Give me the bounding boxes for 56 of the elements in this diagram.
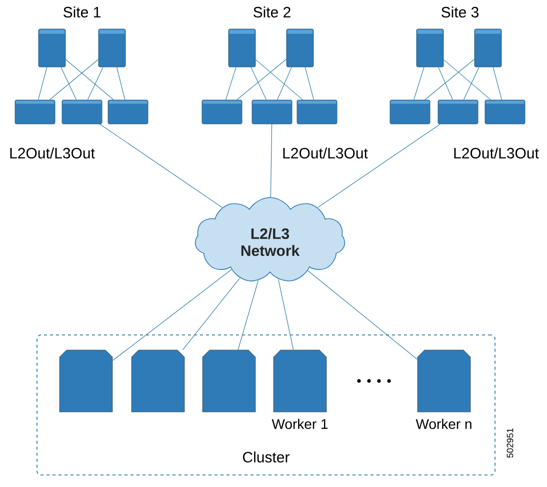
connector-line bbox=[304, 66, 314, 100]
site-label: Site 1 bbox=[64, 6, 100, 18]
server-box: Worker 1 bbox=[272, 350, 328, 429]
node-label: Worker 1 bbox=[272, 418, 328, 430]
connector-line bbox=[116, 66, 126, 100]
switch-icon bbox=[390, 100, 430, 124]
connector-line bbox=[438, 66, 453, 100]
network-cloud: L2/L3 Network bbox=[194, 197, 346, 282]
figure-number: 502951 bbox=[506, 428, 514, 458]
switch-icon bbox=[484, 100, 526, 124]
server-box: Worker n bbox=[416, 350, 472, 429]
switch-icon bbox=[286, 28, 314, 68]
node-label: Worker n bbox=[416, 418, 472, 430]
switch-icon bbox=[228, 28, 256, 68]
connector-line bbox=[236, 58, 287, 100]
connector-line bbox=[250, 66, 267, 100]
connector-line bbox=[226, 66, 236, 100]
connector-line bbox=[238, 280, 259, 350]
server-box bbox=[131, 350, 185, 412]
switch-icon bbox=[108, 100, 148, 124]
interface-label: L2Out/L3Out bbox=[10, 147, 95, 158]
connector-line bbox=[443, 59, 491, 100]
connector-line bbox=[308, 270, 418, 360]
connector-line bbox=[60, 66, 77, 100]
interface-label: L2Out/L3Out bbox=[454, 147, 539, 158]
connector-line bbox=[255, 59, 303, 100]
switch-icon bbox=[416, 28, 444, 68]
connector-line bbox=[49, 59, 99, 100]
connector-line bbox=[318, 124, 440, 208]
connector-line bbox=[278, 278, 294, 350]
connector-line bbox=[87, 66, 104, 100]
connector-line bbox=[65, 59, 114, 100]
switch-icon bbox=[38, 28, 66, 68]
switch-icon bbox=[62, 100, 102, 124]
site-label: Site 2 bbox=[254, 6, 290, 18]
connector-line bbox=[182, 278, 240, 350]
connector-line bbox=[270, 124, 272, 198]
connector-line bbox=[277, 66, 292, 100]
switch-icon bbox=[14, 100, 56, 124]
connector-line bbox=[463, 66, 480, 100]
server-box bbox=[202, 350, 256, 412]
switch-icon bbox=[438, 100, 478, 124]
switch-icon bbox=[98, 28, 126, 68]
connector-line bbox=[38, 66, 48, 100]
switch-icon bbox=[296, 100, 338, 124]
site-label: Site 3 bbox=[442, 6, 478, 18]
interface-label: L2Out/L3Out bbox=[283, 147, 368, 158]
switch-icon bbox=[252, 100, 292, 124]
connector-line bbox=[424, 58, 475, 100]
connector-line bbox=[100, 124, 222, 208]
connector-line bbox=[492, 66, 502, 100]
switch-icon bbox=[474, 28, 502, 68]
switch-icon bbox=[202, 100, 242, 124]
connector-line bbox=[414, 66, 424, 100]
connector-line bbox=[112, 269, 232, 361]
server-box bbox=[59, 350, 113, 412]
